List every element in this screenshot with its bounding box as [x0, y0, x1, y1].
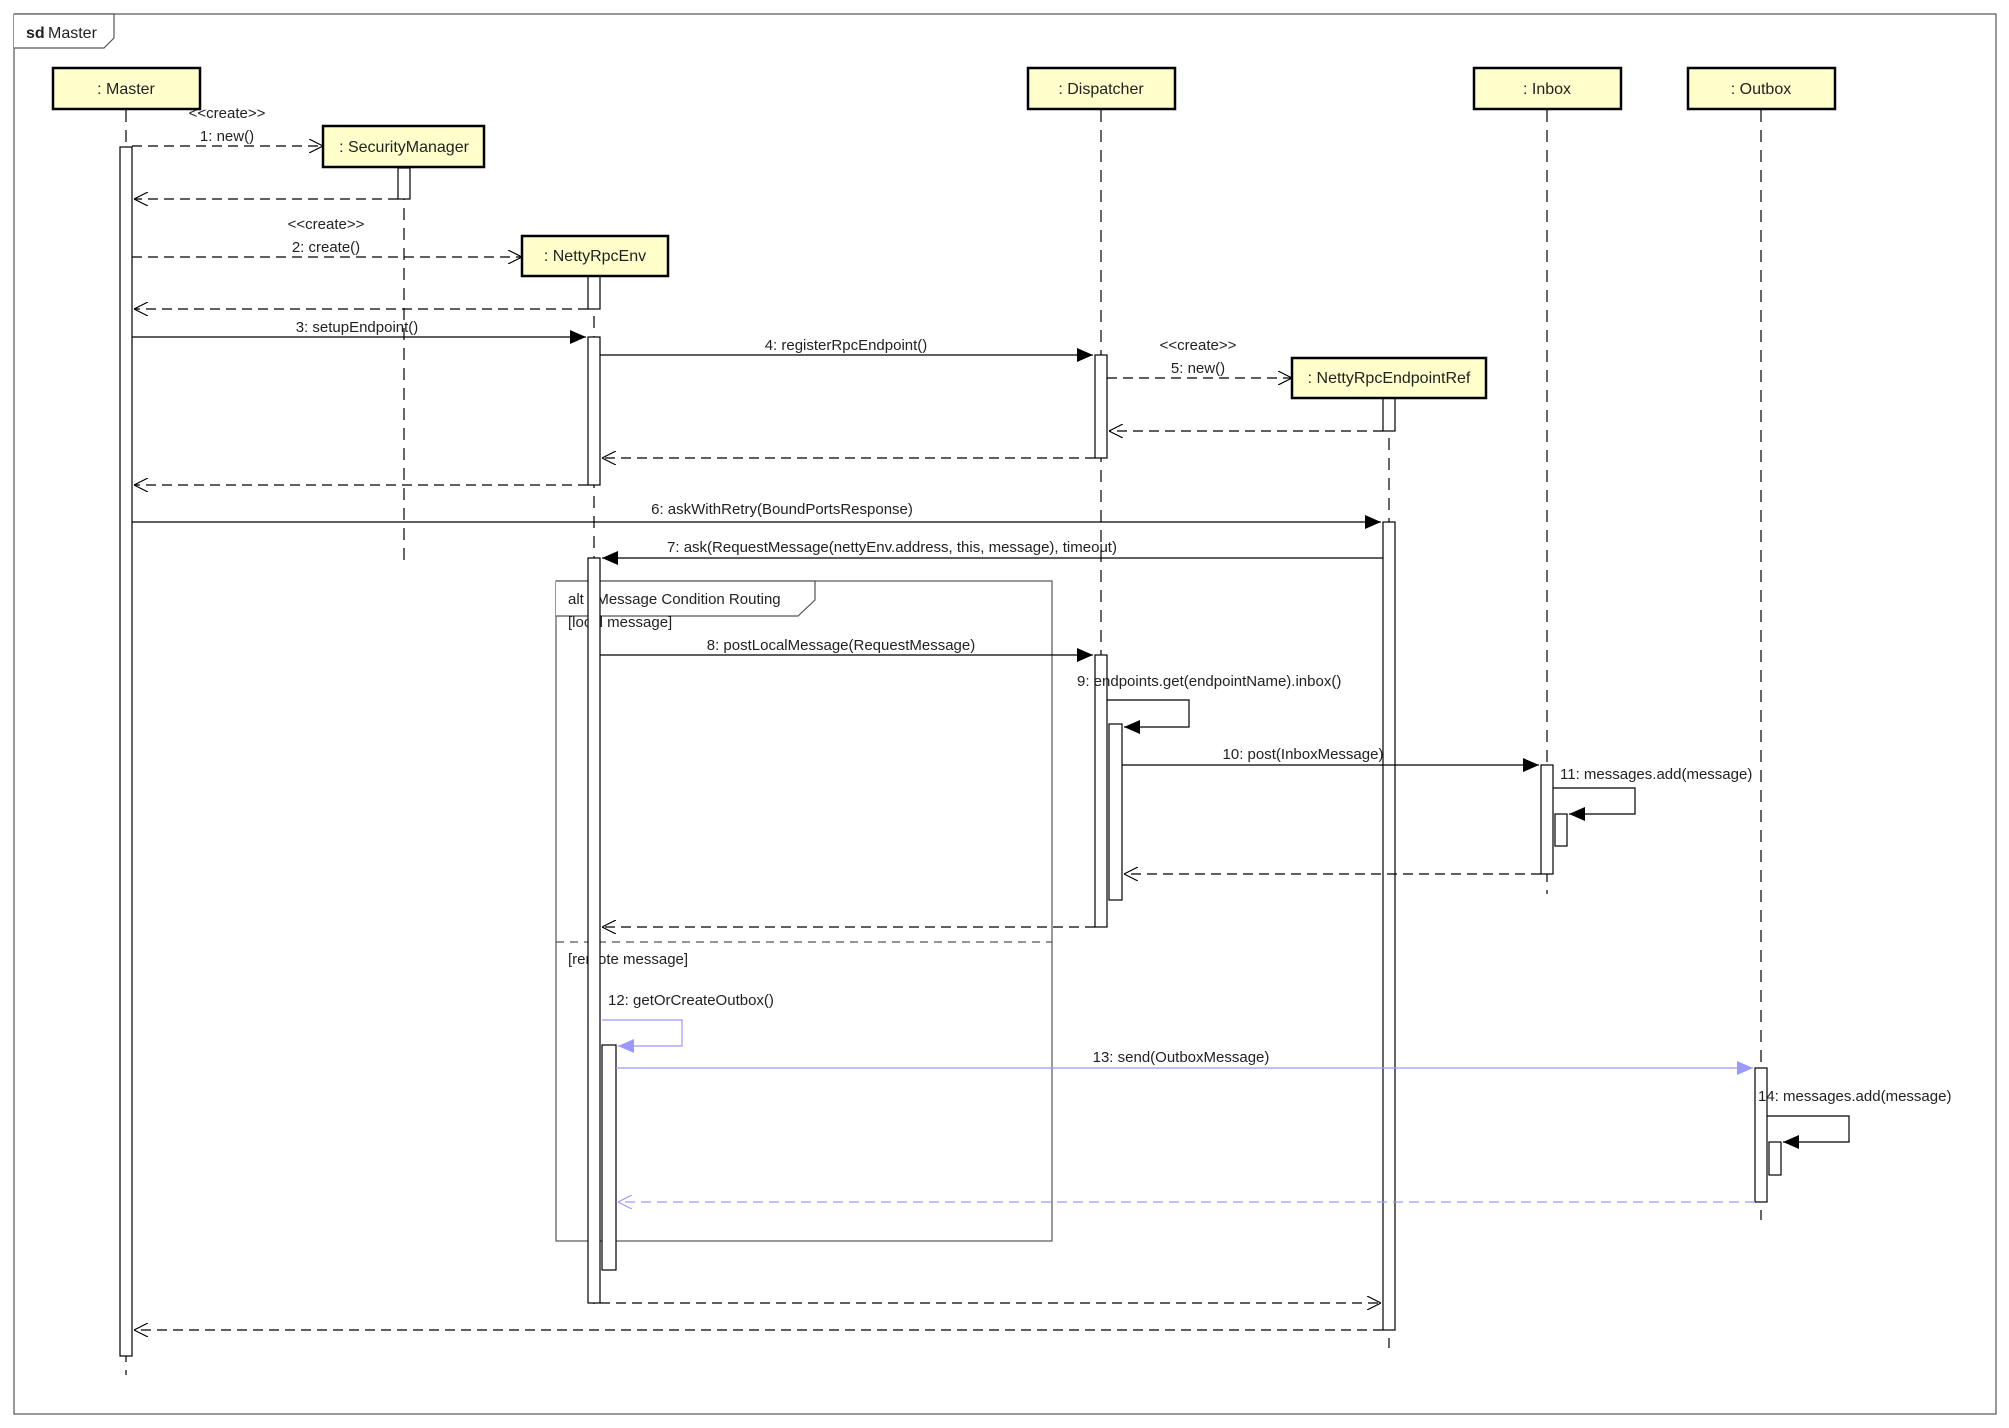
message-14-label: 14: messages.add(message) — [1758, 1088, 1951, 1105]
message-5-label: 5: new() — [1171, 360, 1225, 377]
lifeline-master[interactable]: : Master — [51, 66, 202, 111]
activation-netty-create — [587, 275, 601, 310]
message-8-label: 8: postLocalMessage(RequestMessage) — [707, 637, 975, 654]
lifeline-dashes — [125, 110, 1762, 1375]
message-lines — [132, 146, 1850, 1330]
lifeline-inbox-label: : Inbox — [1523, 81, 1571, 98]
activation-bars — [119, 146, 1782, 1357]
lifeline-heads: : Master : SecurityManager : NettyRpcEnv… — [51, 66, 1837, 400]
activation-inbox-post — [1540, 764, 1554, 875]
activation-dispatcher-register — [1094, 354, 1108, 459]
message-14-arrow — [1767, 1115, 1850, 1149]
activation-endpointref-create — [1382, 397, 1396, 432]
activation-netty-outbox — [601, 1044, 617, 1271]
message-4-label: 4: registerRpcEndpoint() — [765, 337, 928, 354]
lifeline-inbox[interactable]: : Inbox — [1472, 66, 1623, 111]
message-6-label: 6: askWithRetry(BoundPortsResponse) — [651, 501, 913, 518]
lifeline-netty-rpc-env[interactable]: : NettyRpcEnv — [520, 234, 670, 278]
message-7-label: 7: ask(RequestMessage(nettyEnv.address, … — [667, 539, 1117, 556]
activation-netty-ask — [587, 557, 601, 1304]
message-2-label: 2: create() — [292, 239, 360, 256]
message-3-label: 3: setupEndpoint() — [296, 319, 419, 336]
alt-fragment-label: alt : Message Condition Routing — [568, 591, 781, 608]
lifeline-security-manager[interactable]: : SecurityManager — [321, 124, 486, 169]
sd-frame: sd Master — [13, 13, 1997, 1415]
message-labels: <<create>> 1: new() <<create>> 2: create… — [189, 105, 1952, 1105]
lifeline-master-label: : Master — [97, 81, 155, 98]
activation-endpointref-ask — [1382, 521, 1396, 1331]
guard-local-message: [local message] — [568, 614, 672, 631]
message-1-stereotype: <<create>> — [189, 105, 266, 122]
message-12-label: 12: getOrCreateOutbox() — [608, 992, 774, 1009]
message-9-arrow — [1107, 699, 1190, 734]
message-11-arrow — [1553, 787, 1636, 821]
message-10-label: 10: post(InboxMessage) — [1223, 746, 1384, 763]
message-12-arrow — [602, 1019, 683, 1053]
activation-outbox-send — [1754, 1067, 1768, 1203]
lifeline-dispatcher[interactable]: : Dispatcher — [1026, 66, 1177, 111]
message-5-stereotype: <<create>> — [1160, 337, 1237, 354]
activation-inbox-add — [1554, 813, 1568, 847]
lifeline-netty-rpc-endpoint-ref-label: : NettyRpcEndpointRef — [1308, 370, 1471, 387]
activation-outbox-add — [1768, 1141, 1782, 1176]
message-2-stereotype: <<create>> — [288, 216, 365, 233]
lifeline-security-manager-label: : SecurityManager — [339, 139, 470, 156]
lifeline-outbox-label: : Outbox — [1731, 81, 1791, 98]
activation-master — [119, 146, 133, 1357]
lifeline-netty-rpc-env-label: : NettyRpcEnv — [544, 248, 646, 265]
lifeline-netty-rpc-endpoint-ref[interactable]: : NettyRpcEndpointRef — [1290, 356, 1488, 400]
guard-remote-message: [remote message] — [568, 951, 688, 968]
activation-security — [397, 167, 411, 200]
activation-netty-setup — [587, 336, 601, 486]
message-1-label: 1: new() — [200, 128, 254, 145]
frame-name: Master — [48, 25, 98, 42]
lifeline-outbox[interactable]: : Outbox — [1686, 66, 1837, 111]
activation-dispatcher-post — [1094, 654, 1108, 928]
message-11-label: 11: messages.add(message) — [1560, 766, 1752, 783]
message-9-label: 9: endpoints.get(endpointName).inbox() — [1077, 673, 1341, 690]
lifeline-dispatcher-label: : Dispatcher — [1058, 81, 1144, 98]
activation-dispatcher-inbox — [1108, 723, 1123, 901]
message-13-label: 13: send(OutboxMessage) — [1093, 1049, 1270, 1066]
alt-fragment: alt : Message Condition Routing [local m… — [555, 580, 1053, 1242]
frame-keyword: sd — [26, 25, 45, 42]
